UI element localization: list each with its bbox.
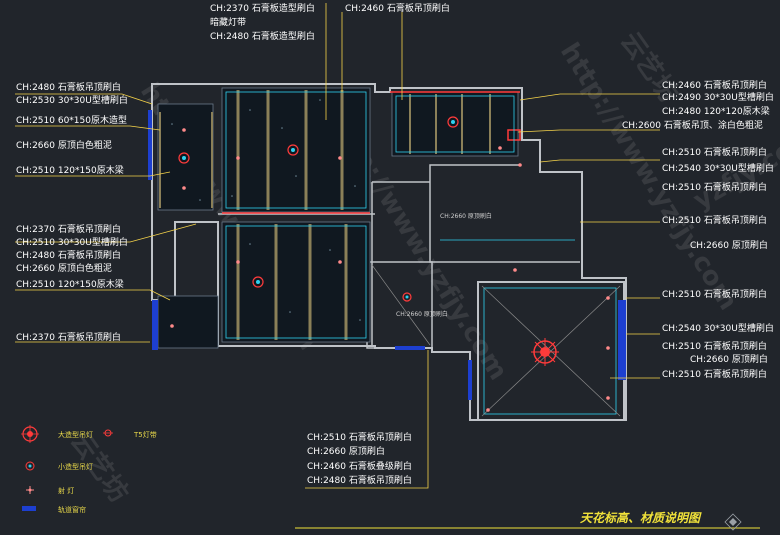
- leader: [15, 223, 197, 243]
- label-left: CH:2370 石膏板吊顶刷白: [16, 223, 121, 235]
- chandelier-small-icon: [447, 116, 459, 128]
- label-right: CH:2510 石膏板吊顶刷白: [662, 214, 767, 226]
- label-right: CH:2510 石膏板吊顶刷白: [662, 340, 767, 352]
- label-right: CH:2510 石膏板吊顶刷白: [662, 181, 767, 193]
- label-left: CH:2480 石膏板吊顶刷白: [16, 81, 121, 93]
- label-left: CH:2370 石膏板吊顶刷白: [16, 331, 121, 343]
- legend-label: 射 灯: [58, 486, 74, 495]
- cyan-frame: [395, 95, 515, 153]
- window-strip: [148, 110, 152, 180]
- label-left: CH:2510 30*30U型槽刷白: [16, 236, 128, 248]
- chandelier-small-icon: [252, 276, 264, 288]
- legend: 大造型吊灯 T5灯带 小造型吊灯 射 灯 轨道窗帘: [21, 425, 157, 514]
- room-label-bath: CH:2660 原顶刷白: [396, 310, 448, 318]
- room-label-living: CH:2660 原顶刷白: [440, 212, 492, 220]
- chandelier-small-icon: [178, 152, 190, 164]
- label-right: CH:2540 30*30U型槽刷白: [662, 322, 774, 334]
- ceiling-study: [391, 91, 519, 157]
- chandelier-small-icon: [402, 292, 412, 302]
- cyan-frame: [225, 91, 367, 209]
- legend-label: T5灯带: [133, 430, 157, 439]
- downlight-icon: [26, 486, 34, 494]
- chandelier-large-icon: [531, 338, 559, 366]
- chandelier-large-icon: [21, 425, 39, 443]
- leader: [15, 289, 171, 301]
- leader: [519, 93, 660, 101]
- label-right: CH:2600 石膏板吊顶、涂白色粗泥: [622, 119, 763, 131]
- chandelier-small-icon: [25, 461, 35, 471]
- title-block: 天花标高、材质说明图: [295, 511, 760, 531]
- window-strips: [148, 110, 626, 400]
- window-strip: [618, 300, 626, 380]
- label-right: CH:2540 30*30U型槽刷白: [662, 162, 774, 174]
- ceiling-dining: [221, 87, 371, 213]
- wood-beams: [159, 90, 491, 340]
- label-bottom: CH:2660 原顶刷白: [307, 445, 385, 457]
- label-left: CH:2660 原顶白色粗泥: [16, 139, 112, 151]
- label-top-left-1: CH:2370 石膏板造型刷白: [210, 2, 315, 14]
- leader: [517, 129, 660, 133]
- label-bottom: CH:2510 石膏板吊顶刷白: [307, 431, 412, 443]
- ceiling-living: [221, 221, 371, 343]
- legend-label: 大造型吊灯: [58, 430, 93, 439]
- legend-label: 轨道窗帘: [58, 505, 86, 514]
- bottom-labels: CH:2510 石膏板吊顶刷白 CH:2660 原顶刷白 CH:2460 石膏板…: [307, 431, 412, 486]
- legend-label: 小造型吊灯: [58, 462, 93, 471]
- label-left: CH:2510 60*150原木造型: [16, 114, 127, 126]
- led-strip-icon: [103, 429, 113, 437]
- label-right: CH:2660 原顶刷白: [690, 353, 768, 365]
- wall-outline: [151, 83, 627, 421]
- light-fixtures: [170, 99, 610, 412]
- leader: [15, 93, 153, 105]
- compass-icon: [724, 513, 742, 531]
- leader: [15, 125, 161, 131]
- label-right: CH:2490 30*30U型槽刷白: [662, 91, 774, 103]
- cyan-frame: [225, 225, 367, 339]
- leader-lines: [15, 3, 660, 489]
- right-labels: CH:2460 石膏板吊顶刷白 CH:2490 30*30U型槽刷白 CH:24…: [622, 79, 774, 380]
- window-strip: [395, 346, 425, 350]
- leader: [305, 350, 429, 489]
- label-left: CH:2660 原顶白色粗泥: [16, 262, 112, 274]
- window-strip: [152, 300, 158, 350]
- label-top-right: CH:2460 石膏板吊顶刷白: [345, 2, 450, 14]
- label-bottom: CH:2480 石膏板吊顶刷白: [307, 474, 412, 486]
- leader: [15, 171, 171, 177]
- label-right: CH:2660 原顶刷白: [690, 239, 768, 251]
- leader: [539, 159, 660, 163]
- diagonal-line: [481, 285, 621, 417]
- drawing-title: 天花标高、材质说明图: [580, 511, 702, 525]
- downlight-icon: [170, 128, 610, 412]
- ceiling-speckle: [171, 99, 361, 321]
- chandelier-small-icon: [287, 144, 299, 156]
- label-top-left-2: 暗藏灯带: [210, 16, 246, 28]
- diagonal-line: [371, 264, 431, 346]
- label-left: CH:2510 120*150原木梁: [16, 164, 124, 176]
- bedroom-diagonals: [371, 264, 621, 417]
- label-bottom: CH:2460 石膏板叠级刷白: [307, 460, 412, 472]
- label-right: CH:2510 石膏板吊顶刷白: [662, 288, 767, 300]
- top-labels: CH:2370 石膏板造型刷白 暗藏灯带 CH:2480 石膏板造型刷白 CH:…: [210, 2, 450, 42]
- window-strip: [468, 360, 472, 400]
- label-right: CH:2510 石膏板吊顶刷白: [662, 146, 767, 158]
- label-right: CH:2460 石膏板吊顶刷白: [662, 79, 767, 91]
- cyan-guides: [225, 91, 617, 415]
- label-right: CH:2510 石膏板吊顶刷白: [662, 368, 767, 380]
- left-labels: CH:2480 石膏板吊顶刷白 CH:2530 30*30U型槽刷白 CH:25…: [16, 81, 128, 343]
- label-left: CH:2510 120*150原木梁: [16, 278, 124, 290]
- curtain-track-icon: [22, 506, 36, 511]
- label-right: CH:2480 120*120原木梁: [662, 105, 770, 117]
- cyan-frame: [483, 287, 617, 415]
- label-left: CH:2530 30*30U型槽刷白: [16, 94, 128, 106]
- ceiling-entry: [157, 295, 219, 349]
- label-top-left-3: CH:2480 石膏板造型刷白: [210, 30, 315, 42]
- label-left: CH:2480 石膏板吊顶刷白: [16, 249, 121, 261]
